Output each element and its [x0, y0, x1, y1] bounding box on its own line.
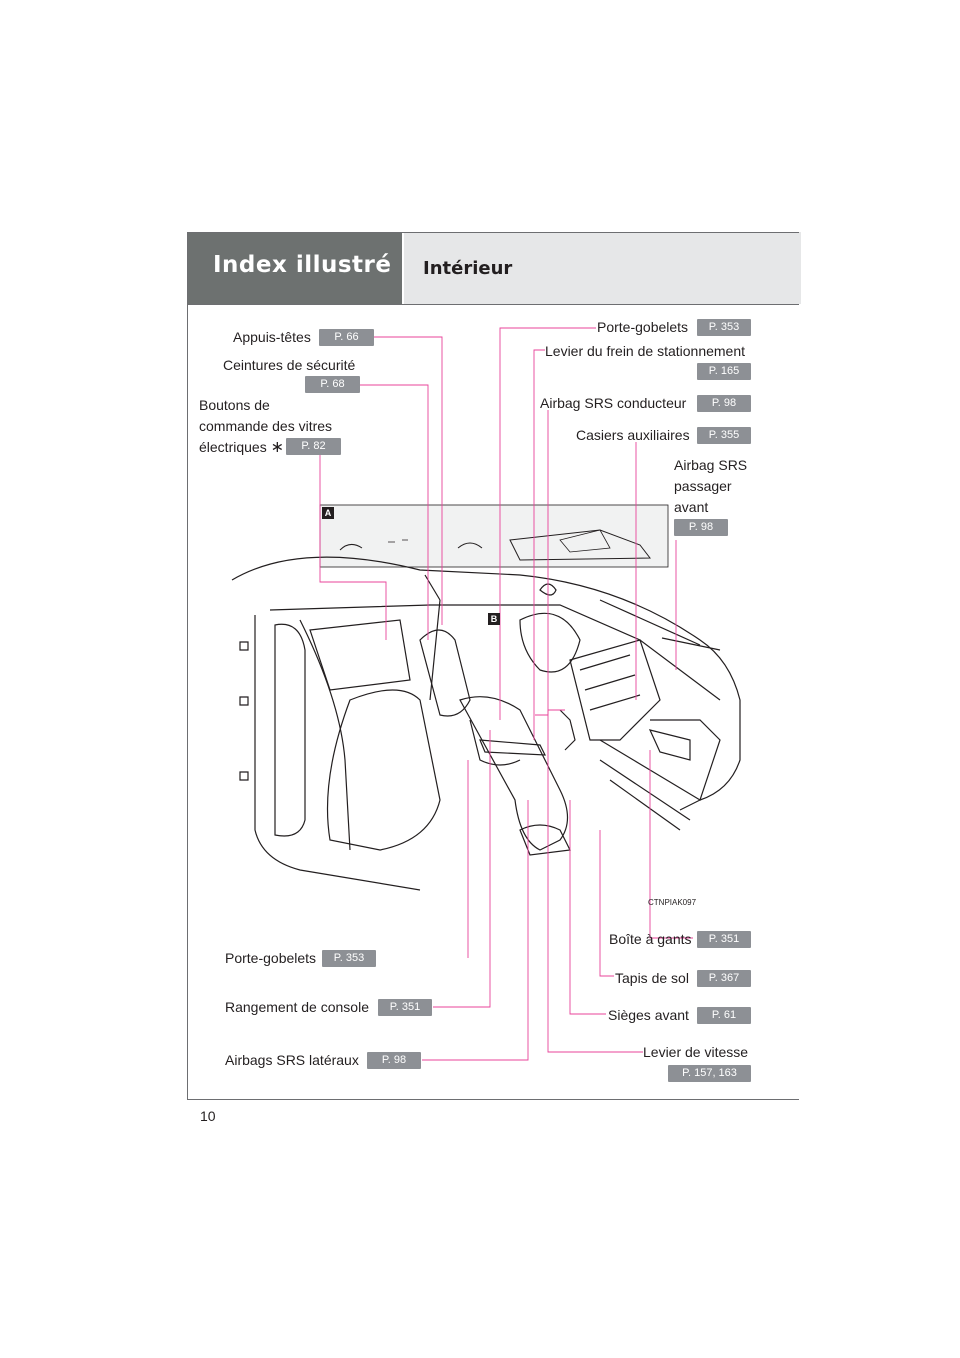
asterisk-icon: ∗	[270, 439, 284, 456]
page-ref-tapis[interactable]: P. 367	[697, 970, 751, 987]
subsection-title: Intérieur	[423, 258, 513, 279]
inset-b-tag: B	[488, 613, 500, 625]
label-boutons-line2: commande des vitres	[199, 418, 333, 434]
page-ref-airbags-lateraux[interactable]: P. 98	[367, 1052, 421, 1069]
page-ref-levier-frein[interactable]: P. 165	[697, 363, 751, 380]
page-ref-porte-gobelets-top[interactable]: P. 353	[697, 319, 751, 336]
label-airbag-passager-line2: passager	[674, 478, 732, 494]
car-outline	[231, 556, 741, 891]
page-ref-rangement[interactable]: P. 351	[378, 999, 432, 1016]
label-boutons-line3: électriques ∗	[199, 437, 284, 458]
section-title: Index illustré	[213, 252, 392, 278]
label-airbag-conducteur: Airbag SRS conducteur	[540, 395, 687, 411]
label-appuis-tetes: Appuis-têtes	[233, 329, 311, 345]
page-ref-levier-vitesse[interactable]: P. 157, 163	[668, 1065, 751, 1082]
label-airbag-passager-line1: Airbag SRS	[674, 457, 748, 473]
label-casiers: Casiers auxiliaires	[576, 427, 690, 443]
page-ref-ceintures[interactable]: P. 68	[305, 376, 360, 393]
label-sieges: Sièges avant	[608, 1007, 689, 1023]
header-divider	[187, 304, 799, 305]
label-boite-gants: Boîte à gants	[609, 931, 692, 947]
page-ref-boite-gants[interactable]: P. 351	[697, 931, 751, 948]
label-boutons-line1: Boutons de	[199, 397, 270, 413]
inset-a-box	[319, 504, 669, 568]
label-boutons-text: électriques	[199, 439, 267, 455]
inset-a-tag: A	[322, 507, 334, 519]
label-ceintures: Ceintures de sécurité	[223, 357, 356, 373]
section-header	[187, 232, 402, 304]
label-levier-vitesse: Levier de vitesse	[643, 1044, 749, 1060]
page-number: 10	[200, 1108, 216, 1124]
page-ref-airbag-conducteur[interactable]: P. 98	[697, 395, 751, 412]
label-porte-gobelets-top: Porte-gobelets	[597, 319, 689, 335]
page-ref-boutons[interactable]: P. 82	[286, 438, 341, 455]
label-levier-frein: Levier du frein de stationnement	[545, 343, 746, 359]
page-ref-appuis-tetes[interactable]: P. 66	[319, 329, 374, 346]
page-ref-casiers[interactable]: P. 355	[697, 427, 751, 444]
figure-code: CTNPIAK097	[648, 898, 697, 907]
leader-lines	[319, 327, 693, 1061]
label-airbag-passager-line3: avant	[674, 499, 709, 515]
label-rangement: Rangement de console	[225, 999, 369, 1015]
page-ref-porte-gobelets-bottom[interactable]: P. 353	[322, 950, 376, 967]
page-ref-sieges[interactable]: P. 61	[697, 1007, 751, 1024]
label-porte-gobelets-bottom: Porte-gobelets	[225, 950, 317, 966]
label-tapis: Tapis de sol	[615, 970, 689, 986]
page-frame	[187, 232, 799, 1100]
subsection-header	[402, 232, 801, 304]
label-airbags-lateraux: Airbags SRS latéraux	[225, 1052, 359, 1068]
page-ref-airbag-passager[interactable]: P. 98	[674, 519, 728, 536]
